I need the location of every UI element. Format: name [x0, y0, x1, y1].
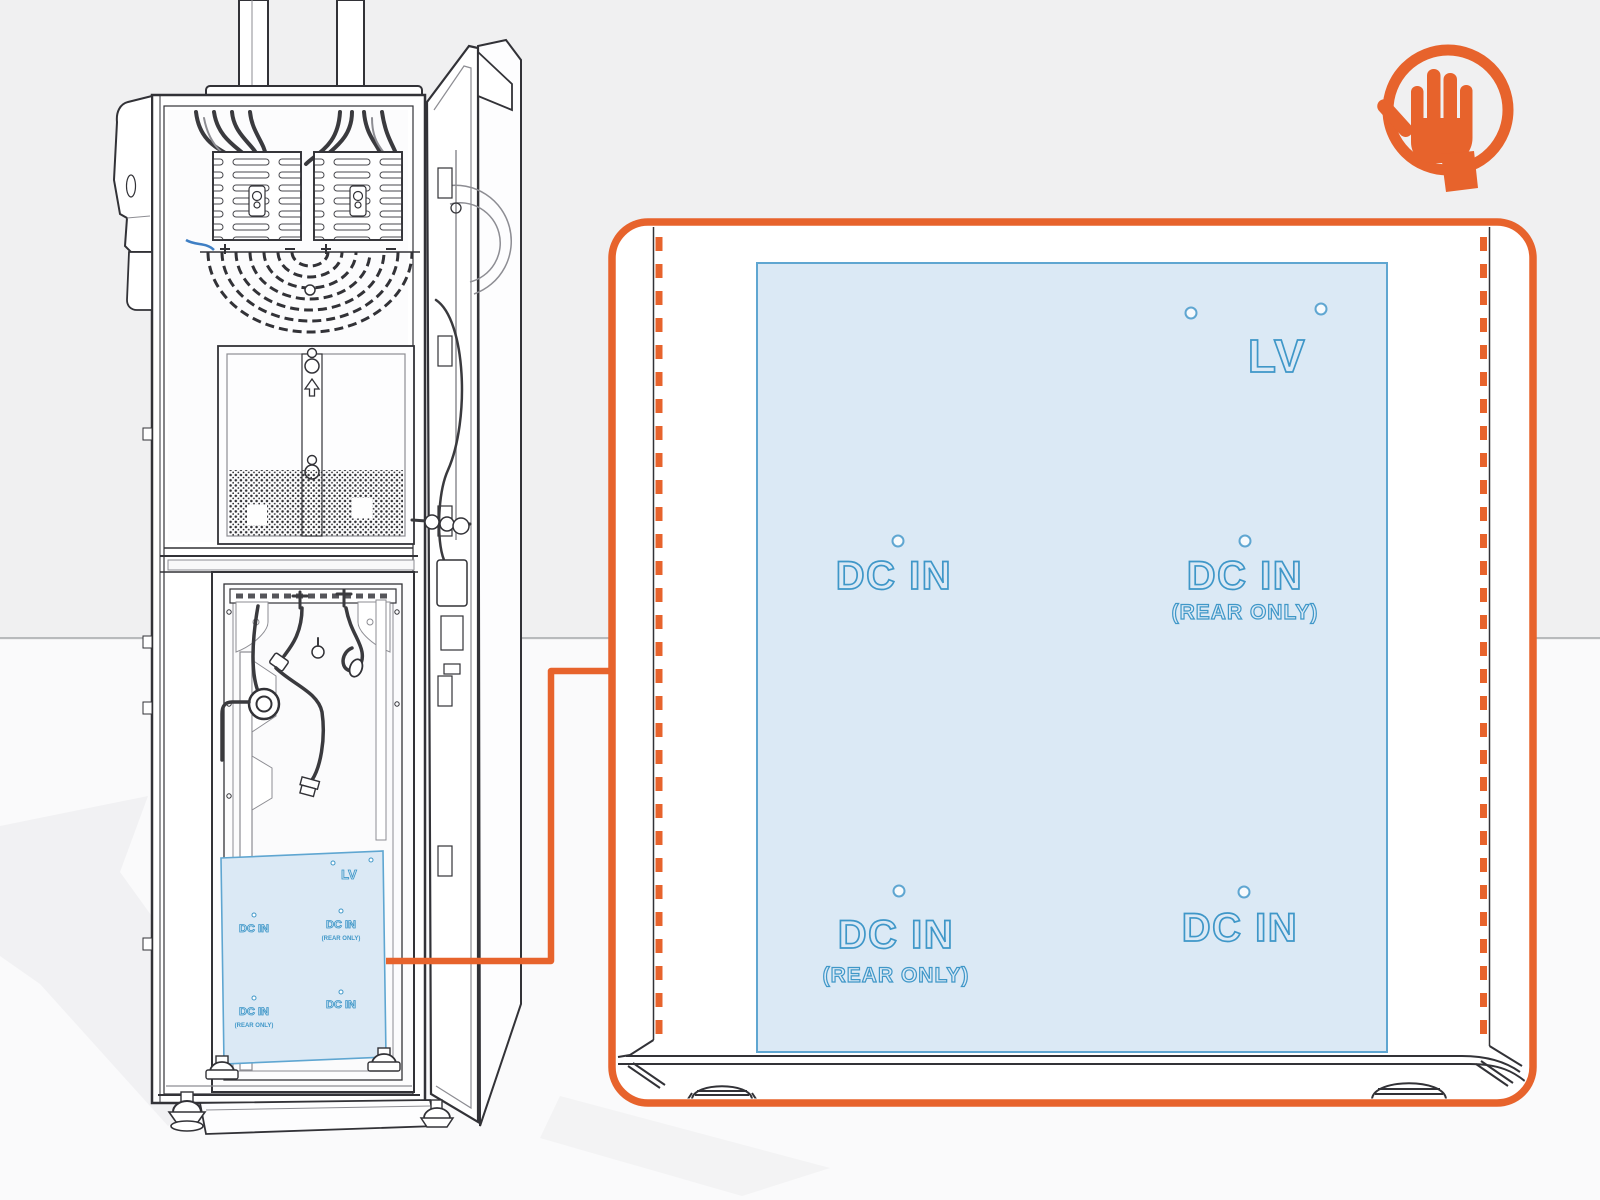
label-rear-only-bottom-left: (REAR ONLY): [823, 964, 970, 987]
jack-bolt: [367, 1047, 401, 1072]
blue-sense-wire: [185, 238, 215, 251]
dc-in-label-panel-small: LV DC IN DC IN (REAR ONLY) DC IN (REAR O…: [220, 850, 387, 1065]
pipe-fittings: [410, 514, 472, 535]
power-module: [212, 151, 302, 254]
label-dc-in-bottom-right: DC IN: [1182, 906, 1298, 950]
door-foot: [419, 1099, 455, 1128]
cabinet-label-dc-in-bottom-left: DC IN: [239, 1006, 269, 1018]
label-rear-only-mid-right: (REAR ONLY): [1172, 601, 1319, 624]
detail-leveling-foot: [687, 1085, 757, 1099]
dc-in-label-panel-large: LV DC IN DC IN (REAR ONLY) DC IN (REAR O…: [756, 262, 1388, 1053]
cabinet-base: [158, 1047, 438, 1135]
cabinet-edge-lines: [652, 227, 1491, 1046]
cabinet-label-dc-in-mid-left: DC IN: [239, 923, 269, 935]
equipment-cabinet-illustration: LV DC IN DC IN (REAR ONLY) DC IN (REAR O…: [112, 0, 522, 1135]
fan-grille: [200, 251, 420, 334]
detail-leveling-foot: [1371, 1082, 1447, 1099]
panel-mounting-holes-large: [891, 302, 1328, 899]
label-dc-in-bottom-left: DC IN: [838, 913, 954, 957]
panel-mounting-holes-small: [251, 857, 374, 1001]
label-dc-in-mid-left: DC IN: [836, 554, 952, 598]
cabinet-label-lv: LV: [341, 867, 357, 882]
hand-glyph: [1377, 69, 1478, 192]
label-lv: LV: [1248, 330, 1306, 382]
open-door: [410, 38, 522, 1128]
side-mounted-unit: [112, 94, 153, 311]
power-module: [313, 151, 403, 255]
cable-harness: [220, 588, 365, 798]
cabinet-label-rear-only-mid-right: (REAR ONLY): [322, 936, 361, 942]
jack-bolt: [205, 1055, 239, 1080]
cabinet-label-dc-in-mid-right: DC IN: [326, 919, 356, 931]
label-dc-in-mid-right: DC IN: [1187, 554, 1303, 598]
detail-view: LV DC IN DC IN (REAR ONLY) DC IN (REAR O…: [608, 218, 1537, 1107]
leveling-foot: [167, 1091, 207, 1132]
mesh-screen: [229, 470, 403, 536]
access-window: [217, 345, 415, 545]
cabinet-label-rear-only-bottom-left: (REAR ONLY): [235, 1023, 274, 1029]
cabinet-label-dc-in-bottom-right: DC IN: [326, 999, 356, 1011]
callout-line: [386, 667, 609, 965]
stop-hand-icon: [1377, 44, 1514, 192]
detail-cabinet-base: [617, 1039, 1527, 1099]
